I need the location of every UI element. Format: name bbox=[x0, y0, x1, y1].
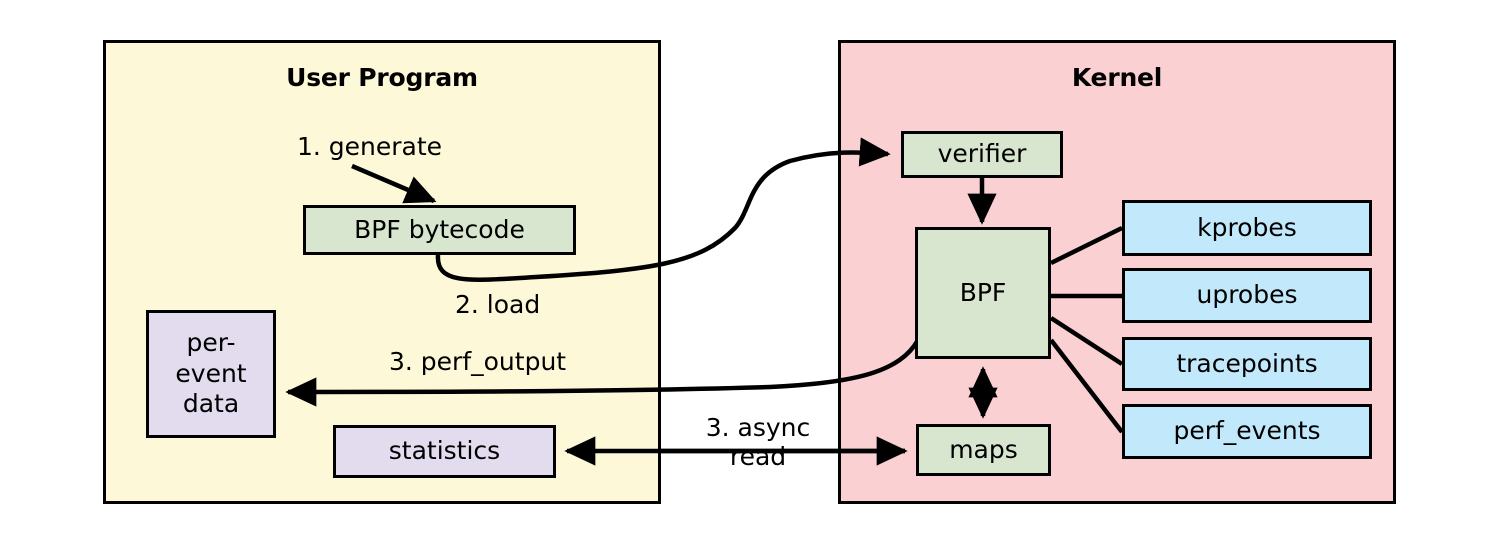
node-tracepoints[interactable]: tracepoints bbox=[1122, 337, 1372, 391]
edge-label-async-read: 3. async read bbox=[705, 413, 811, 471]
user-program-title: User Program bbox=[286, 63, 478, 92]
edge-label-perf-output: 3. perf_output bbox=[389, 347, 567, 376]
node-maps[interactable]: maps bbox=[916, 424, 1051, 476]
node-statistics[interactable]: statistics bbox=[333, 425, 556, 478]
node-kprobes[interactable]: kprobes bbox=[1122, 200, 1372, 256]
node-per-event-data[interactable]: per- event data bbox=[146, 310, 276, 438]
node-bpf-bytecode[interactable]: BPF bytecode bbox=[303, 205, 576, 255]
kernel-title: Kernel bbox=[1071, 63, 1163, 92]
edge-label-load: 2. load bbox=[455, 290, 541, 319]
node-perf-events[interactable]: perf_events bbox=[1122, 404, 1372, 459]
node-verifier[interactable]: verifier bbox=[901, 131, 1063, 178]
node-uprobes[interactable]: uprobes bbox=[1122, 268, 1372, 323]
node-bpf[interactable]: BPF bbox=[915, 227, 1051, 359]
edge-label-generate: 1. generate bbox=[297, 132, 443, 161]
